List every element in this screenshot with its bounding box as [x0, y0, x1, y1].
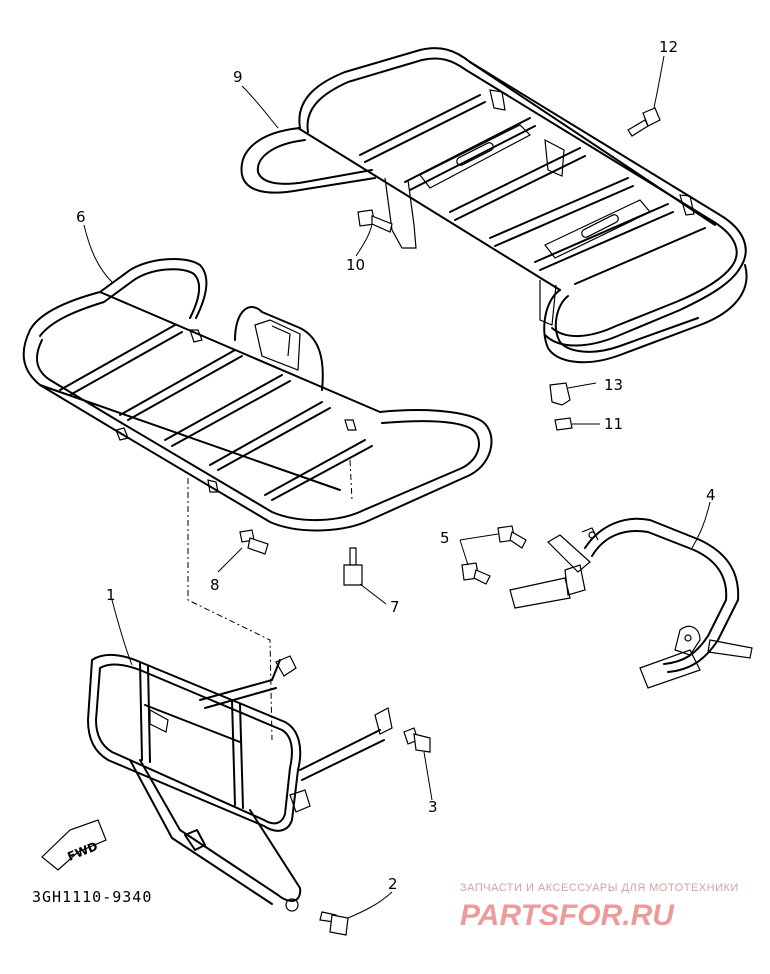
front-carrier-part-6 [22, 258, 493, 532]
callout-9: 9 [233, 68, 243, 86]
watermark-brand: PARTSFOR.RU [460, 899, 675, 932]
collar-part-11 [554, 417, 573, 431]
callout-1: 1 [106, 586, 116, 604]
bolt-part-8 [239, 529, 269, 555]
bolt-part-3 [403, 727, 431, 753]
callout-10: 10 [346, 256, 365, 274]
callout-8: 8 [210, 576, 220, 594]
callout-11: 11 [604, 415, 623, 433]
watermark: ЗАПЧАСТИ И АКСЕССУАРЫ ДЛЯ МОТОТЕХНИКИ PA… [460, 882, 739, 932]
rear-guard-part-4 [509, 517, 753, 689]
diagram-code: 3GH1110-9340 [32, 888, 152, 906]
callout-labels: 9 12 10 6 13 11 8 7 4 5 1 3 2 [76, 38, 716, 893]
callout-13: 13 [604, 376, 623, 394]
callout-5: 5 [440, 529, 450, 547]
rear-carrier-part-9 [240, 47, 748, 364]
leader-lines [83, 55, 711, 919]
bolt-part-2 [319, 911, 349, 936]
nut-part-13 [549, 382, 571, 406]
callout-3: 3 [428, 798, 438, 816]
fwd-arrow: FWD [41, 819, 107, 871]
bolt-part-10 [357, 209, 393, 233]
callout-6: 6 [76, 208, 86, 226]
callout-7: 7 [390, 598, 400, 616]
callout-12: 12 [659, 38, 678, 56]
bolt-part-7 [343, 547, 363, 586]
front-guard-part-1 [87, 654, 393, 912]
watermark-tagline: ЗАПЧАСТИ И АКСЕССУАРЫ ДЛЯ МОТОТЕХНИКИ [460, 882, 739, 894]
bolts-part-5 [461, 525, 527, 585]
callout-4: 4 [706, 486, 716, 504]
bolt-part-12 [627, 107, 661, 137]
callout-2: 2 [388, 875, 398, 893]
